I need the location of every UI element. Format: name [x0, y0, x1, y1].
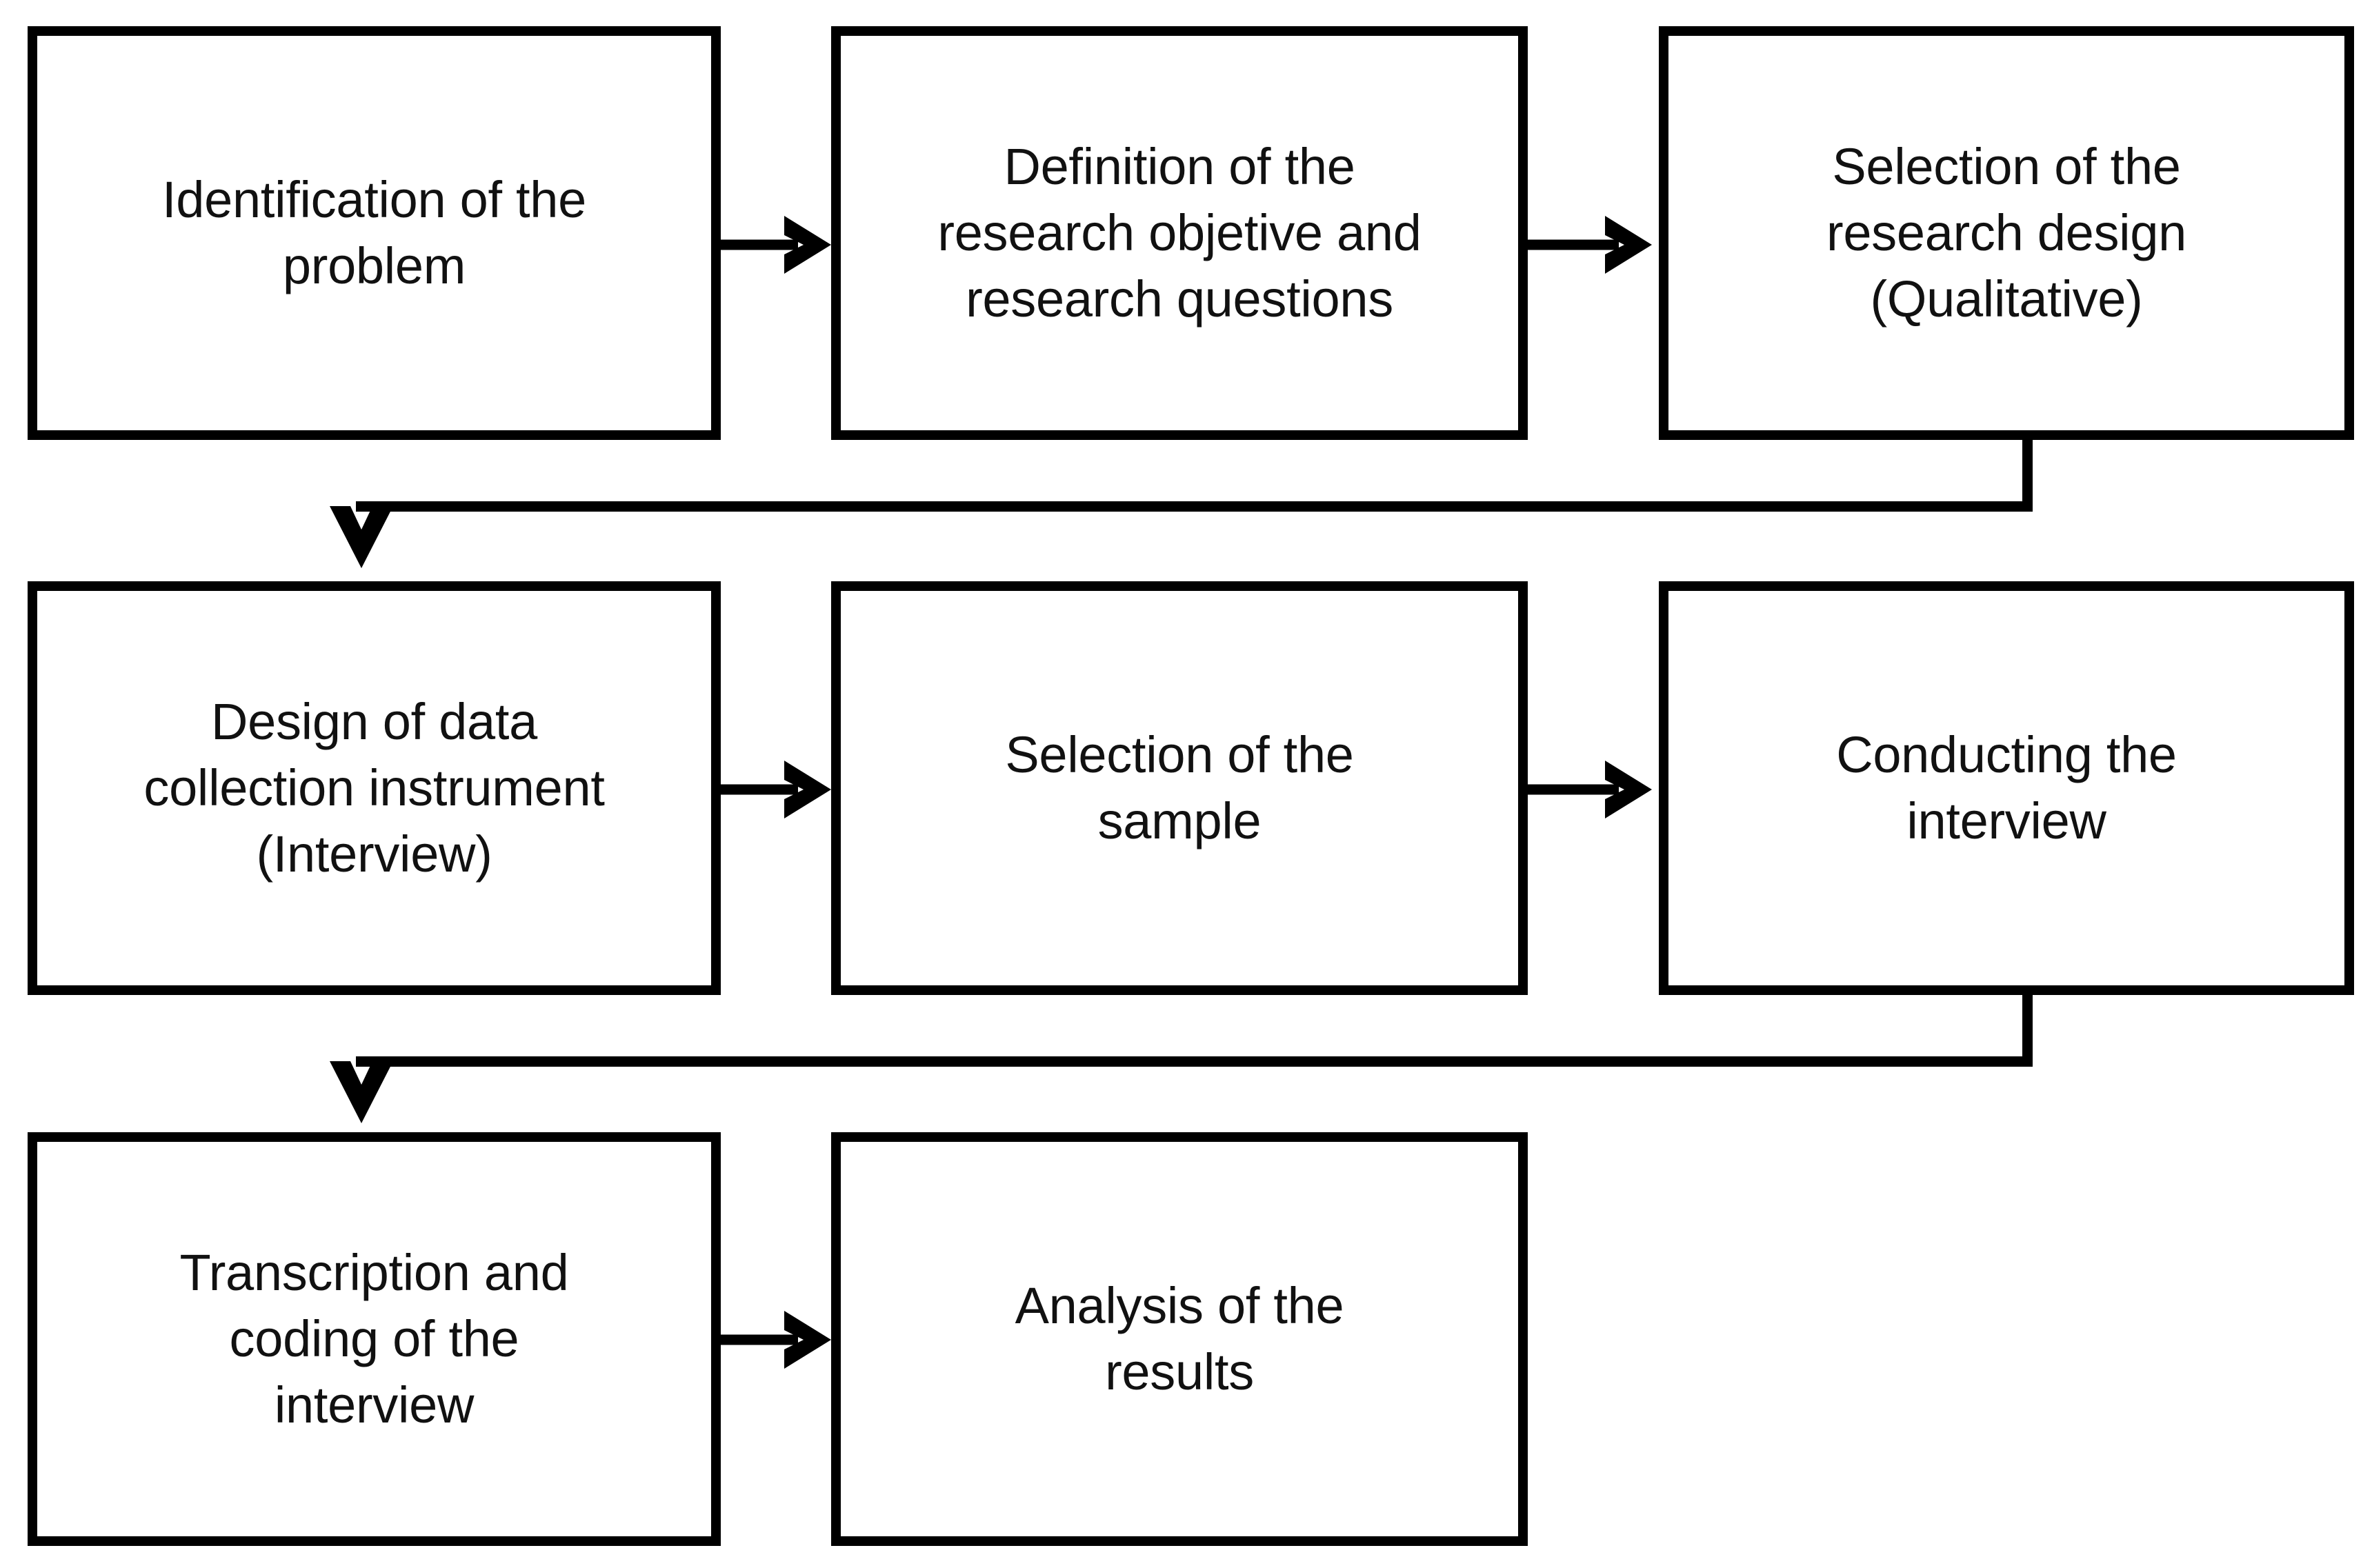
edge-shaft: [721, 239, 798, 250]
node-definition-of-research-objective[interactable]: Definition of the research objetive and …: [831, 26, 1528, 440]
node-label: Design of data collection instrument (In…: [143, 692, 605, 883]
node-conducting-the-interview[interactable]: Conducting the interview: [1659, 581, 2354, 995]
edge-segment-vertical: [2022, 985, 2033, 1067]
node-analysis-of-the-results[interactable]: Analysis of the results: [831, 1132, 1528, 1546]
node-label: Conducting the interview: [1836, 725, 2177, 850]
edge-shaft: [721, 1334, 798, 1345]
arrow-head-right-icon: [780, 756, 835, 823]
edge-selection-sample-to-conducting-interview: [1528, 752, 1659, 827]
node-label: Identification of the problem: [162, 170, 586, 294]
edge-segment-horizontal: [356, 1056, 2033, 1067]
edge-shaft: [1528, 239, 1619, 250]
arrow-head-right-icon: [780, 1307, 835, 1373]
arrow-head-down-icon: [326, 502, 397, 578]
node-design-of-data-collection-instrument[interactable]: Design of data collection instrument (In…: [28, 581, 721, 995]
edge-transcription-to-analysis: [721, 1302, 831, 1378]
edge-segment-vertical: [2022, 430, 2033, 512]
node-label: Definition of the research objetive and …: [937, 137, 1422, 328]
arrow-head-down-icon: [326, 1057, 397, 1133]
node-selection-of-the-sample[interactable]: Selection of the sample: [831, 581, 1528, 995]
arrow-head-right-icon: [1601, 756, 1656, 823]
node-label: Selection of the research design (Qualit…: [1826, 137, 2187, 328]
edge-definition-to-selection-design: [1528, 207, 1659, 283]
node-transcription-and-coding[interactable]: Transcription and coding of the intervie…: [28, 1132, 721, 1546]
edge-segment-horizontal: [356, 501, 2033, 512]
node-identification-of-the-problem[interactable]: Identification of the problem: [28, 26, 721, 440]
edge-shaft: [721, 784, 798, 795]
edge-identification-to-definition: [721, 207, 831, 283]
node-label: Transcription and coding of the intervie…: [179, 1243, 569, 1434]
edge-design-instrument-to-selection-sample: [721, 752, 831, 827]
node-label: Analysis of the results: [1015, 1276, 1344, 1400]
arrow-head-right-icon: [1601, 212, 1656, 278]
edge-shaft: [1528, 784, 1619, 795]
arrow-head-right-icon: [780, 212, 835, 278]
node-selection-of-research-design[interactable]: Selection of the research design (Qualit…: [1659, 26, 2354, 440]
node-label: Selection of the sample: [1005, 725, 1354, 850]
